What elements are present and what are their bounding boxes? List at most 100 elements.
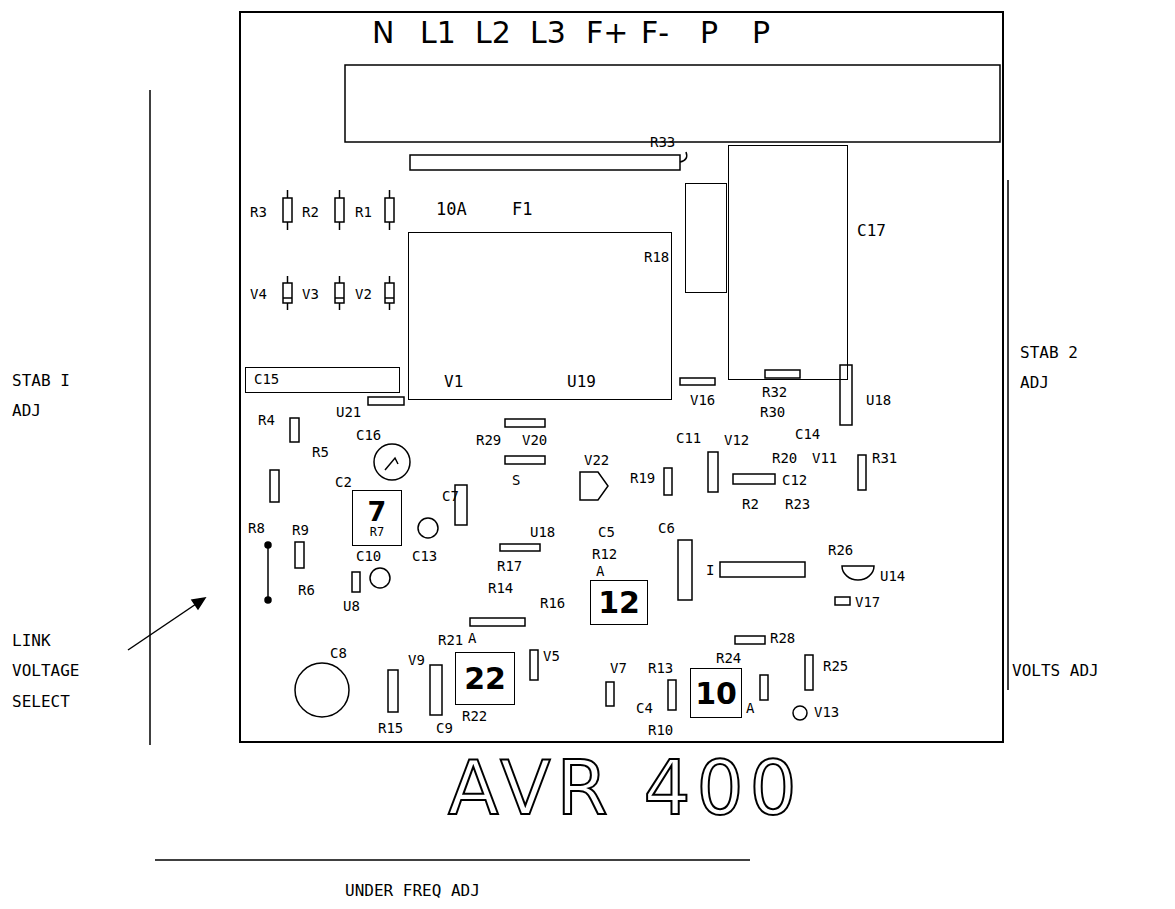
pcb-shape [735, 636, 765, 644]
component-label: R7 [370, 526, 384, 539]
component-label: R8 [248, 520, 265, 536]
pcb-shape [339, 276, 341, 283]
pcb-shape [842, 566, 874, 580]
adjust-note: UNDER FREQ ADJ [345, 882, 480, 900]
pcb-shape [606, 682, 614, 706]
pcb-shape [668, 680, 676, 710]
component-label: V9 [408, 652, 425, 668]
components [265, 365, 874, 720]
pcb-shape [760, 675, 768, 700]
component-label: V17 [855, 594, 880, 610]
component-label: R2 [302, 204, 319, 220]
component-label: R33 [650, 134, 675, 150]
component-label: V16 [690, 392, 715, 408]
pcb-shape [385, 297, 394, 299]
component-box: C15 [245, 367, 400, 393]
terminal-block [345, 65, 1000, 142]
pcb-shape [339, 303, 341, 310]
component-label: C2 [335, 474, 352, 490]
component-label: C11 [676, 430, 701, 446]
pcb-shape [385, 458, 398, 470]
pcb-shape [580, 472, 608, 500]
board-title: AVR 400 [448, 748, 803, 829]
pcb-shape [418, 518, 438, 538]
component-label: C7 [442, 488, 459, 504]
terminal-label: P [752, 16, 770, 51]
pcb-shape [265, 597, 271, 603]
pcb-shape [805, 655, 813, 690]
component-label: U18 [866, 392, 891, 408]
pcb-shape [500, 544, 540, 551]
pcb-shape [283, 198, 292, 222]
component-label: R15 [378, 720, 403, 736]
pcb-shape [290, 418, 299, 442]
component-label: R29 [476, 432, 501, 448]
component-label: R9 [292, 522, 309, 538]
component-label: C14 [795, 426, 820, 442]
component-label: C12 [782, 472, 807, 488]
pcb-shape [270, 470, 279, 502]
terminal-label: F+ [586, 16, 628, 51]
pcb-shape [664, 468, 672, 495]
adjust-note: LINK VOLTAGE SELECT [12, 626, 122, 717]
adjust-bracket [1007, 180, 1009, 690]
component-label: 10A [436, 200, 467, 220]
component-label: C13 [412, 548, 437, 564]
component-label: C17 [857, 222, 886, 240]
adjust-note: STAB 2 ADJ [1020, 338, 1092, 399]
adjust-note: STAB I ADJ [12, 366, 84, 427]
callout-number: 7 [368, 497, 387, 527]
pcb-shape [389, 276, 391, 283]
arrow-head [192, 598, 205, 609]
callout-box: 22 [455, 652, 515, 705]
component-label: U14 [880, 568, 905, 584]
component-label: S [512, 472, 520, 488]
pcb-shape [352, 572, 360, 592]
pcb-shape [505, 419, 545, 427]
component-box: C17 [728, 145, 848, 380]
callout-number: 12 [598, 586, 640, 619]
pcb-shape [335, 198, 344, 222]
terminal-label: L2 [475, 16, 511, 51]
pcb-shape [287, 303, 289, 310]
component-label: C6 [658, 520, 675, 536]
pcb-shape [287, 222, 289, 230]
adjust-bracket [155, 859, 750, 861]
pcb-shape [389, 222, 391, 230]
pcb-shape [389, 190, 391, 198]
pcb-shape [267, 545, 269, 600]
component-label: R16 [540, 595, 565, 611]
pcb-shape [295, 663, 349, 717]
component-label: R19 [630, 470, 655, 486]
pcb-shape [370, 568, 390, 588]
component-label: C5 [598, 524, 615, 540]
pcb-shape [678, 540, 692, 600]
component-label: R26 [828, 542, 853, 558]
diode-row [283, 276, 394, 310]
terminal-label: N [372, 16, 394, 51]
board-outline [240, 12, 1003, 742]
component-label: R21 [438, 632, 463, 648]
component-label: V1 [444, 373, 463, 391]
component-label: C4 [636, 700, 653, 716]
callout-number: 10 [695, 677, 737, 710]
component-label: C8 [330, 645, 347, 661]
component-label: R28 [770, 630, 795, 646]
adjust-note: VOLTS ADJ [1012, 662, 1099, 680]
resistor-row [283, 190, 394, 230]
leader-line [128, 602, 199, 650]
pcb-shape [858, 455, 866, 490]
component-label: V3 [302, 286, 319, 302]
component-label: R13 [648, 660, 673, 676]
component-label: C15 [254, 372, 279, 387]
component-label: R20 [772, 450, 797, 466]
component-label: R24 [716, 650, 741, 666]
pcb-shape [283, 283, 292, 303]
component-label: V12 [724, 432, 749, 448]
component-label: R10 [648, 722, 673, 738]
terminal-label: L3 [530, 16, 566, 51]
pcb-shape [339, 222, 341, 230]
component-label: U21 [336, 404, 361, 420]
component-label: R22 [462, 708, 487, 724]
